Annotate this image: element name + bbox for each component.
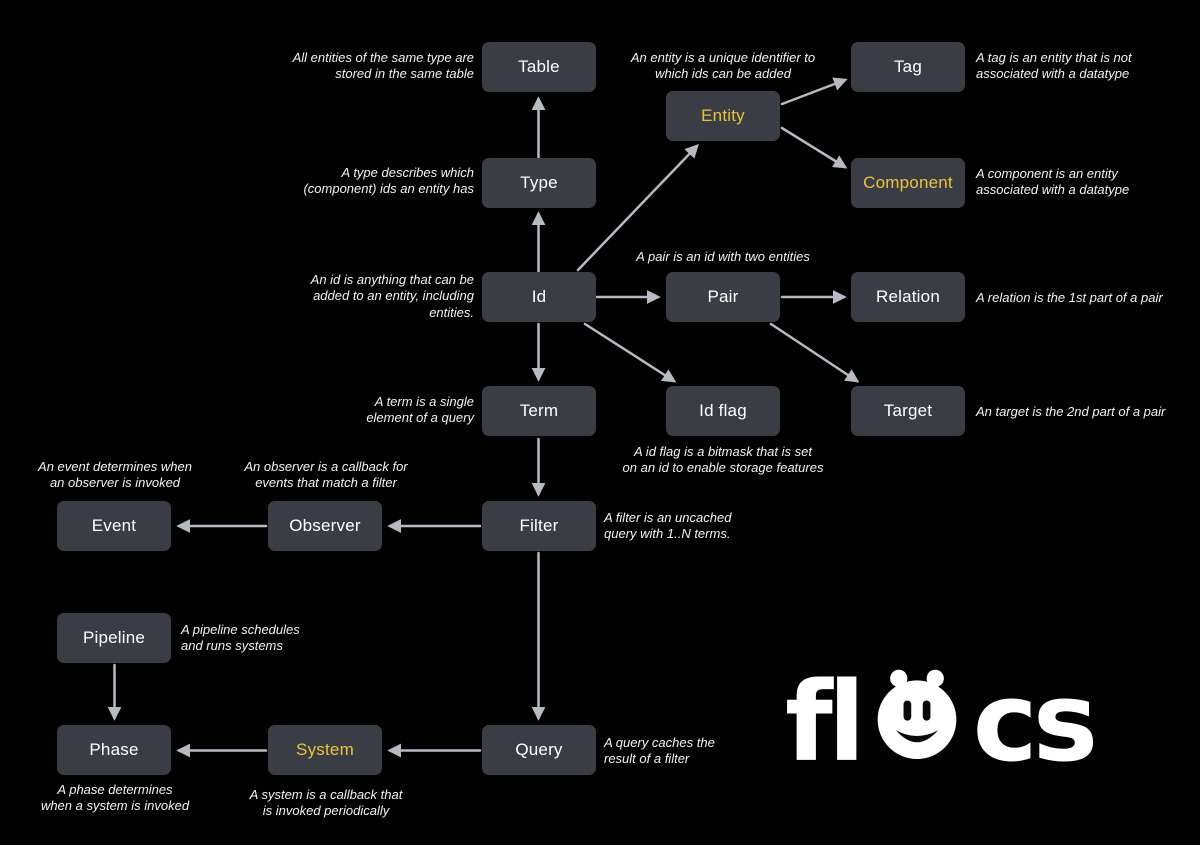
node-relation: Relation — [851, 272, 965, 322]
node-table: Table — [482, 42, 596, 92]
arrow-entity-to-tag — [780, 77, 848, 106]
node-type: Type — [482, 158, 596, 208]
node-term: Term — [482, 386, 596, 436]
annotation-event: An event determines when an observer is … — [38, 459, 192, 491]
annotation-id: An id is anything that can be added to a… — [310, 272, 474, 320]
node-observer: Observer — [268, 501, 382, 551]
node-event: Event — [57, 501, 171, 551]
arrow-entity-to-component — [780, 126, 848, 169]
node-phase: Phase — [57, 725, 171, 775]
node-pipeline: Pipeline — [57, 613, 171, 663]
node-query: Query — [482, 725, 596, 775]
annotation-pipeline: A pipeline schedules and runs systems — [181, 622, 300, 654]
arrow-pair-to-target — [769, 322, 860, 383]
annotation-filter: A filter is an uncached query with 1..N … — [604, 510, 732, 542]
annotation-target: An target is the 2nd part of a pair — [976, 404, 1166, 419]
annotation-relation: A relation is the 1st part of a pair — [976, 290, 1163, 305]
node-id-flag: Id flag — [666, 386, 780, 436]
node-component: Component — [851, 158, 965, 208]
flecs-logo-text-left: fl — [785, 658, 866, 786]
node-filter: Filter — [482, 501, 596, 551]
annotation-type: A type describes which (component) ids a… — [303, 165, 474, 197]
node-system: System — [268, 725, 382, 775]
flecs-mascot-icon — [877, 669, 956, 760]
annotation-observer: An observer is a callback for events tha… — [244, 459, 408, 491]
arrow-id-to-id-flag — [583, 322, 677, 383]
annotation-term: A term is a single element of a query — [366, 394, 474, 426]
annotation-entity: An entity is a unique identifier to whic… — [630, 50, 816, 82]
node-tag: Tag — [851, 42, 965, 92]
node-target: Target — [851, 386, 965, 436]
annotation-system: A system is a callback that is invoked p… — [249, 787, 403, 819]
flecs-logo-text-right: cs — [972, 658, 1099, 786]
annotation-id-flag: A id flag is a bitmask that is set on an… — [622, 444, 824, 476]
annotation-query: A query caches the result of a filter — [604, 735, 715, 767]
node-pair: Pair — [666, 272, 780, 322]
annotation-phase: A phase determines when a system is invo… — [40, 782, 190, 814]
annotation-table: All entities of the same type are stored… — [292, 50, 474, 82]
annotation-pair: A pair is an id with two entities — [636, 249, 810, 264]
node-id: Id — [482, 272, 596, 322]
annotation-component: A component is an entity associated with… — [976, 166, 1130, 198]
node-entity: Entity — [666, 91, 780, 141]
annotation-tag: A tag is an entity that is not associate… — [976, 50, 1132, 82]
flecs-logo: fl cs — [785, 658, 1099, 786]
